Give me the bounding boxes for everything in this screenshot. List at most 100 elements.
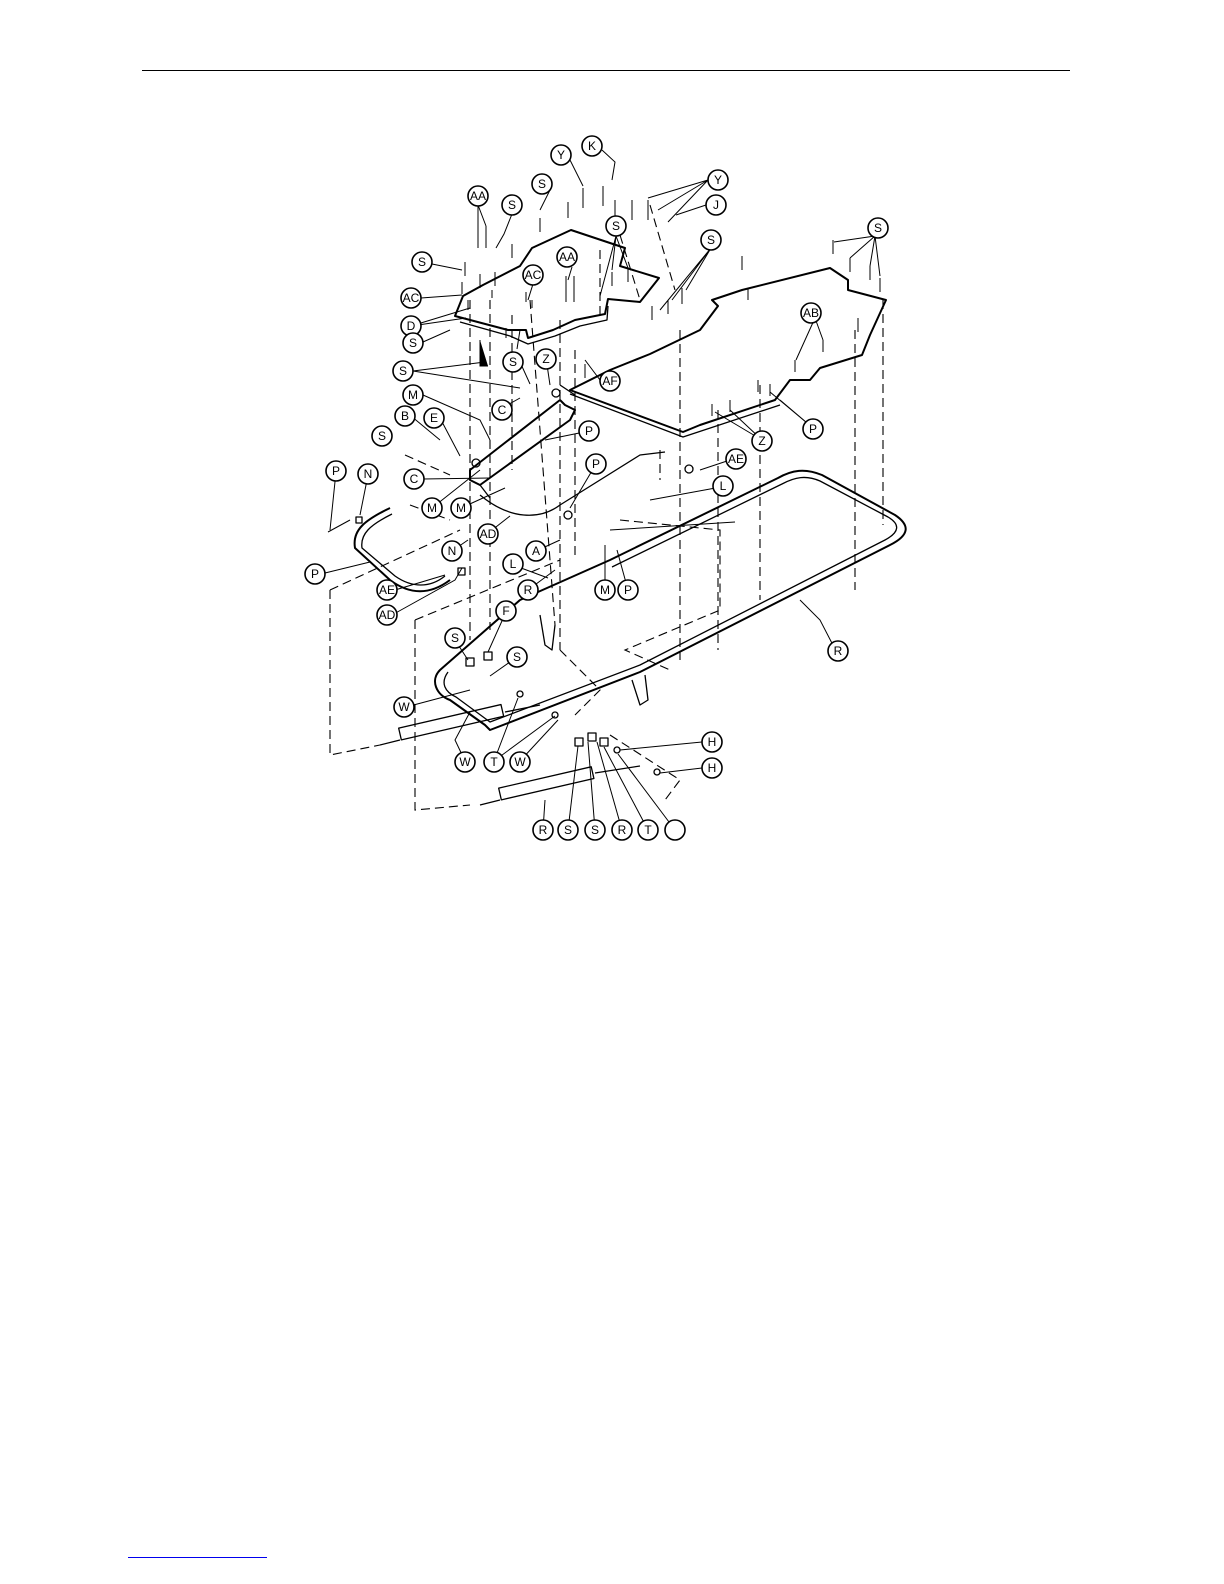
callout-c63 — [665, 820, 685, 840]
svg-text:S: S — [591, 823, 599, 837]
svg-text:S: S — [513, 650, 521, 664]
callout-c31: P — [326, 461, 346, 481]
svg-text:S: S — [509, 355, 517, 369]
callout-c29: Z — [752, 431, 772, 451]
callout-c16: S — [403, 333, 423, 353]
svg-text:M: M — [408, 388, 418, 402]
svg-text:S: S — [409, 336, 417, 350]
cylinder-lower — [480, 766, 640, 805]
svg-text:L: L — [720, 479, 727, 493]
callout-c24: B — [395, 406, 415, 426]
callout-c49: R — [828, 641, 848, 661]
callout-c62: T — [638, 820, 658, 840]
callout-c54: W — [455, 752, 475, 772]
svg-text:L: L — [510, 557, 517, 571]
svg-text:D: D — [407, 319, 416, 333]
svg-text:AA: AA — [470, 189, 486, 203]
callout-c55: T — [484, 752, 504, 772]
svg-text:AD: AD — [480, 527, 497, 541]
callout-c57: H — [702, 758, 722, 778]
svg-text:P: P — [592, 457, 600, 471]
callout-c17: Z — [536, 349, 556, 369]
callout-c37: M — [451, 498, 471, 518]
callout-c38: AD — [478, 524, 498, 544]
svg-text:AD: AD — [379, 608, 396, 622]
svg-text:B: B — [401, 409, 409, 423]
callout-c9: AA — [557, 247, 577, 267]
callout-c19: S — [393, 361, 413, 381]
svg-text:Y: Y — [557, 148, 565, 162]
svg-text:N: N — [448, 544, 457, 558]
callout-c5: AA — [468, 186, 488, 206]
panel-e — [570, 268, 886, 432]
callout-c28: S — [372, 426, 392, 446]
svg-text:M: M — [456, 501, 466, 515]
svg-text:R: R — [618, 823, 627, 837]
callout-c35: L — [713, 476, 733, 496]
svg-text:T: T — [644, 823, 652, 837]
svg-text:C: C — [410, 472, 419, 486]
svg-text:S: S — [399, 364, 407, 378]
callout-c18: AB — [801, 303, 821, 323]
svg-text:A: A — [532, 544, 540, 558]
callout-c50: S — [445, 628, 465, 648]
callout-c8: S — [606, 216, 626, 236]
svg-text:AE: AE — [728, 452, 744, 466]
svg-text:R: R — [834, 644, 843, 658]
svg-text:P: P — [624, 583, 632, 597]
tube-frame-a — [355, 508, 450, 591]
svg-text:AA: AA — [559, 250, 575, 264]
callout-c32: N — [358, 464, 378, 484]
callout-c25: E — [424, 408, 444, 428]
callout-c47: R — [518, 580, 538, 600]
svg-text:W: W — [514, 755, 526, 769]
svg-text:S: S — [538, 177, 546, 191]
callout-c36: M — [422, 498, 442, 518]
callout-c14: S — [868, 218, 888, 238]
svg-text:AC: AC — [525, 268, 542, 282]
callout-c11: S — [701, 230, 721, 250]
callout-c34: P — [586, 454, 606, 474]
callout-c41: P — [305, 564, 325, 584]
frame-bracket-right — [632, 675, 648, 705]
svg-text:P: P — [332, 464, 340, 478]
svg-text:S: S — [874, 221, 882, 235]
svg-text:J: J — [713, 198, 719, 212]
svg-text:S: S — [612, 219, 620, 233]
callout-c20: S — [503, 352, 523, 372]
svg-text:T: T — [490, 755, 498, 769]
svg-text:S: S — [451, 631, 459, 645]
callout-c23: M — [403, 385, 423, 405]
callout-c33: C — [404, 469, 424, 489]
svg-text:Z: Z — [542, 352, 549, 366]
callout-c44: P — [618, 580, 638, 600]
svg-text:P: P — [311, 567, 319, 581]
callout-c45: AE — [377, 580, 397, 600]
frame-bracket-left — [540, 615, 555, 650]
svg-text:C: C — [498, 403, 507, 417]
callout-c58: R — [533, 820, 553, 840]
callout-c13: AC — [401, 288, 421, 308]
footer-link-underline[interactable] — [128, 1557, 267, 1558]
callout-c51: S — [507, 647, 527, 667]
callout-c42: L — [503, 554, 523, 574]
svg-text:M: M — [600, 583, 610, 597]
svg-text:R: R — [524, 583, 533, 597]
callout-c10: S — [412, 252, 432, 272]
callout-c48: F — [496, 601, 516, 621]
callout-c4: J — [706, 195, 726, 215]
callout-c61: R — [612, 820, 632, 840]
svg-text:AF: AF — [602, 374, 617, 388]
callout-c56: W — [510, 752, 530, 772]
svg-text:R: R — [539, 823, 548, 837]
callout-c21: AF — [600, 371, 620, 391]
callout-c26: P — [803, 419, 823, 439]
svg-text:AB: AB — [803, 306, 819, 320]
callout-c59: S — [558, 820, 578, 840]
svg-text:H: H — [708, 761, 717, 775]
callout-c40: A — [526, 541, 546, 561]
svg-text:W: W — [398, 700, 410, 714]
callout-c39: N — [442, 541, 462, 561]
svg-text:Y: Y — [714, 173, 722, 187]
